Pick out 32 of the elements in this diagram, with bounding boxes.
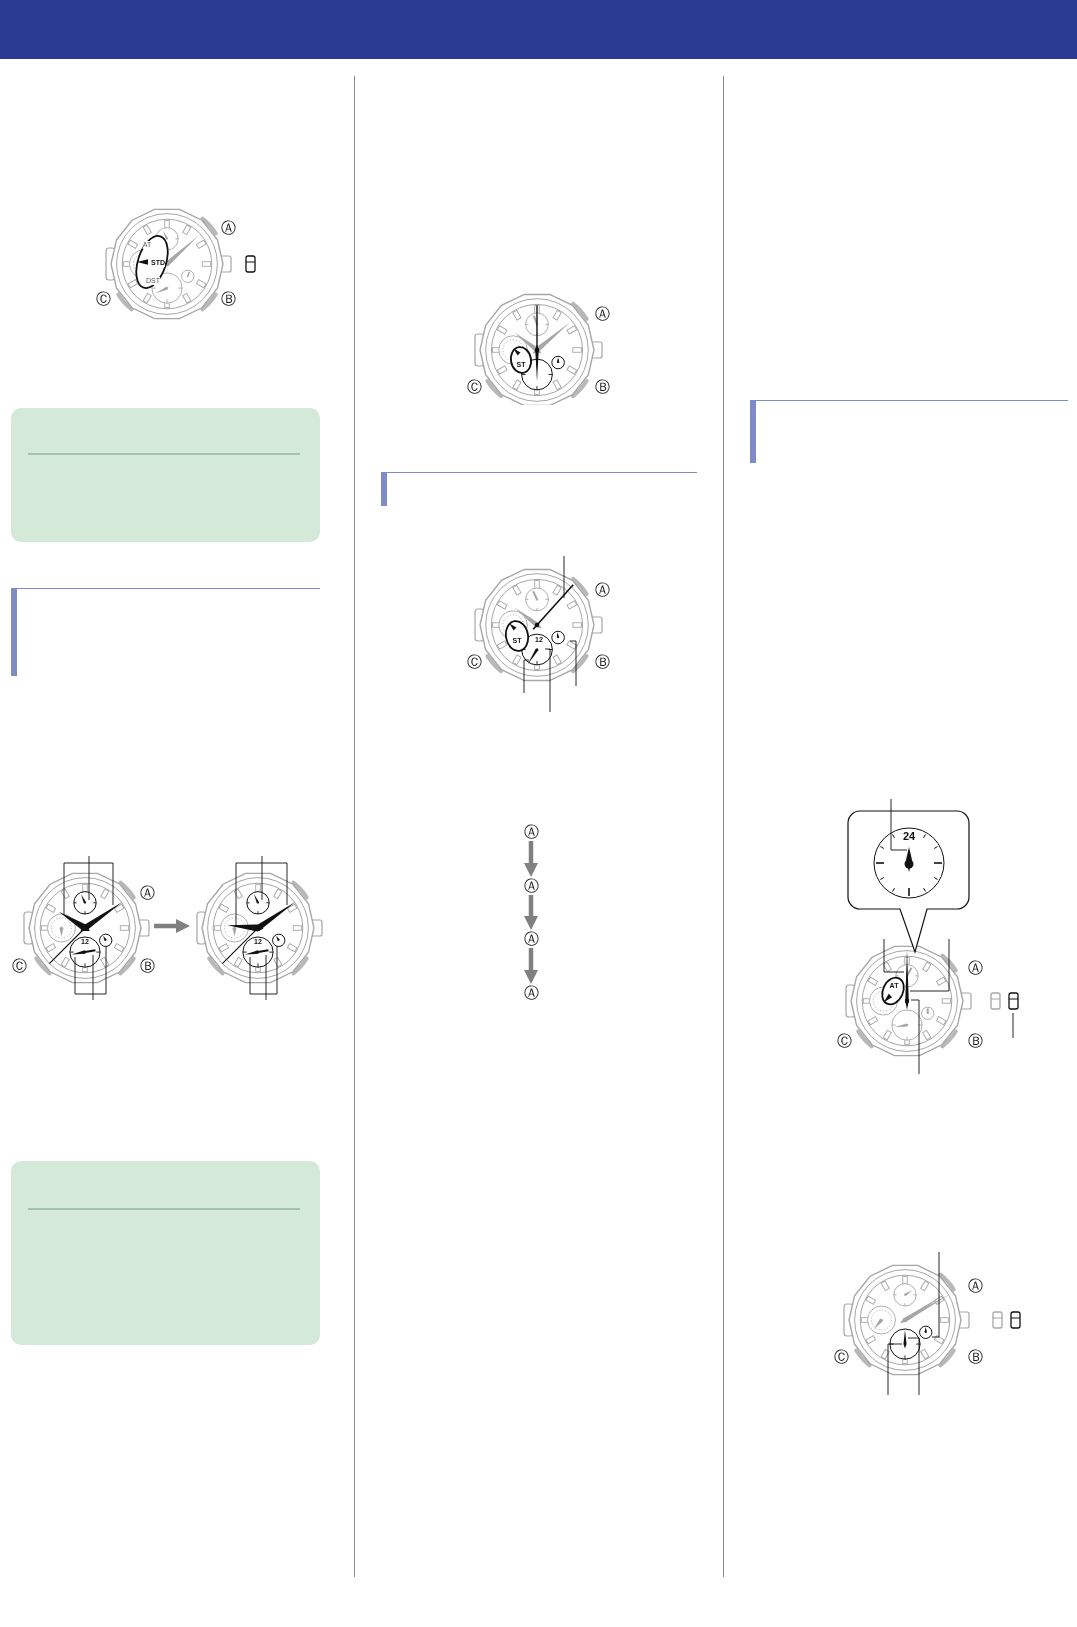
button-label: Ⓑ xyxy=(967,1032,983,1050)
button-label: Ⓒ xyxy=(466,378,482,396)
button-label: Ⓑ xyxy=(967,1348,983,1366)
button-label: Ⓑ xyxy=(220,290,236,308)
button-label: Ⓐ xyxy=(220,219,236,237)
button-label: Ⓐ xyxy=(967,1277,983,1295)
button-label: Ⓒ xyxy=(833,1348,849,1366)
dial-text: 24 xyxy=(902,830,916,842)
button-label: Ⓐ xyxy=(523,984,539,1002)
button-label: Ⓒ xyxy=(836,1032,852,1050)
heading-rule xyxy=(381,472,697,506)
arrow xyxy=(154,919,190,933)
button-label: Ⓑ xyxy=(594,653,610,671)
button-label: Ⓐ xyxy=(139,884,155,902)
button-label: Ⓐ xyxy=(594,581,610,599)
heading-rule xyxy=(11,588,320,676)
note-panel xyxy=(11,1161,320,1345)
arrow xyxy=(524,948,538,984)
button-label: Ⓑ xyxy=(594,378,610,396)
button-label: Ⓑ xyxy=(139,957,155,975)
button-label: Ⓐ xyxy=(967,959,983,977)
button-label: Ⓐ xyxy=(523,877,539,895)
button-label: Ⓒ xyxy=(466,653,482,671)
note-panel xyxy=(11,408,320,542)
arrow xyxy=(524,895,538,930)
button-label: Ⓐ xyxy=(594,305,610,323)
heading-rule xyxy=(750,400,1068,463)
arrow xyxy=(524,841,538,877)
button-label: Ⓐ xyxy=(523,823,539,841)
button-label: Ⓒ xyxy=(95,290,111,308)
button-label: Ⓐ xyxy=(523,930,539,948)
button-label: Ⓒ xyxy=(11,957,27,975)
